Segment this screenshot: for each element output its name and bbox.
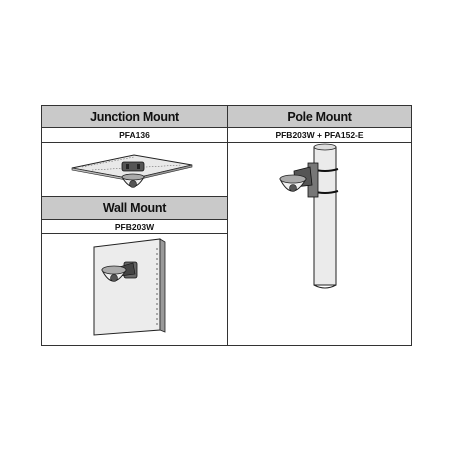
junction-mount-illustration xyxy=(71,154,193,188)
junction-mount-header: Junction Mount xyxy=(42,106,227,127)
wall-mount-title: Wall Mount xyxy=(102,201,167,215)
wall-mount-illustration xyxy=(93,238,166,336)
wall-mount-header: Wall Mount xyxy=(42,197,227,219)
pole-mount-model: PFB203W + PFA152-E xyxy=(275,130,364,140)
junction-mount-model: PFA136 xyxy=(119,130,150,140)
pole-mount-title: Pole Mount xyxy=(287,109,352,124)
pole-mount-illustration xyxy=(279,143,339,289)
wall-mount-model: PFB203W xyxy=(114,221,155,232)
pole-mount-header: Pole Mount xyxy=(228,106,411,127)
mount-options-table: Junction Mount PFA136 Wall Mount PFB203W xyxy=(41,105,412,346)
junction-mount-title: Junction Mount xyxy=(90,109,179,124)
